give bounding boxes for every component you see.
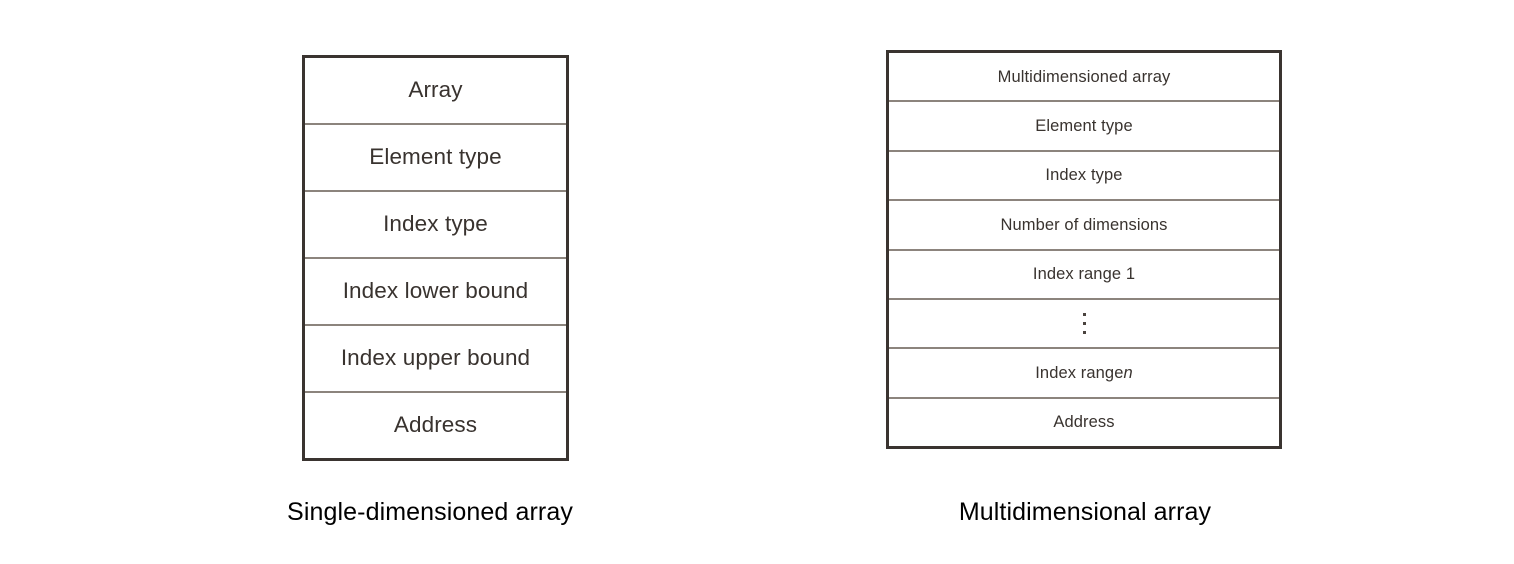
vertical-ellipsis-icon (1082, 300, 1086, 347)
descriptor-row-multidimensioned-array: Multidimensioned array (997, 67, 1171, 86)
single-dimensioned-array-descriptor-table: Array Element type Index type Index lowe… (302, 55, 569, 461)
descriptor-row-index-range-1: Index range 1 (889, 248, 1279, 298)
multidimensional-array-caption: Multidimensional array (958, 498, 1212, 526)
descriptor-row-index-upper-bound: Index upper bound (305, 324, 566, 391)
descriptor-row-array: Array (408, 77, 463, 103)
descriptor-row-address: Address (889, 396, 1279, 446)
descriptor-row-address: Address (305, 391, 566, 458)
multidimensional-array-descriptor-table: Multidimensioned array Element type Inde… (886, 50, 1282, 449)
descriptor-row-element-type: Element type (305, 123, 566, 190)
descriptor-row-element-type: Element type (889, 100, 1279, 149)
descriptor-row-index-range-n: Index range n (889, 347, 1279, 396)
descriptor-row-index-type: Index type (889, 149, 1279, 199)
index-range-n-prefix: Index range (1035, 363, 1124, 382)
descriptor-row-index-lower-bound: Index lower bound (305, 257, 566, 324)
descriptor-row-number-of-dimensions: Number of dimensions (889, 199, 1279, 248)
descriptor-row-ellipsis (889, 297, 1279, 347)
descriptor-row-index-type: Index type (305, 190, 566, 257)
single-dimensioned-array-caption: Single-dimensioned array (287, 498, 573, 526)
index-range-n-variable: n (1123, 363, 1133, 382)
